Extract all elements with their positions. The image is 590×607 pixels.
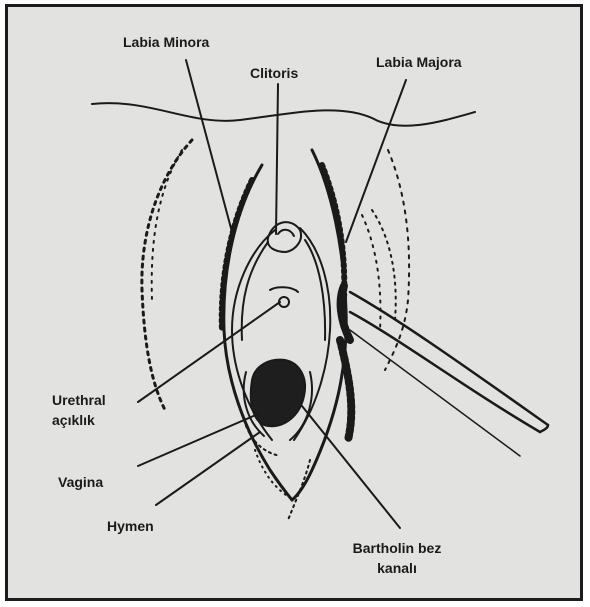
label-urethral-line1: Urethral	[52, 390, 106, 410]
label-bartholin-duct: Bartholin bez kanalı	[332, 538, 462, 578]
label-bartholin-line1: Bartholin bez	[332, 538, 462, 558]
upper-contour-line	[92, 103, 475, 126]
labia-majora-right	[292, 150, 346, 500]
vaginal-opening	[251, 360, 305, 427]
retractor-upper-edge	[350, 292, 548, 425]
retractor-lower-edge	[350, 312, 540, 432]
clitoris-hood	[268, 222, 301, 252]
label-labia-majora: Labia Majora	[376, 52, 462, 72]
right-outer-dotted-outline	[385, 150, 409, 370]
label-urethral-line2: açıklık	[52, 410, 106, 430]
label-urethral-opening: Urethral açıklık	[52, 390, 106, 430]
leader-labia-minora	[186, 60, 232, 232]
label-clitoris: Clitoris	[250, 63, 298, 83]
label-hymen: Hymen	[107, 516, 154, 536]
leader-vagina	[138, 414, 258, 466]
label-vagina: Vagina	[58, 472, 103, 492]
leader-hymen	[156, 432, 260, 505]
label-labia-minora: Labia Minora	[123, 32, 209, 52]
leader-bartholin-extension	[350, 330, 520, 456]
label-bartholin-line2: kanalı	[332, 558, 462, 578]
leader-clitoris	[276, 84, 278, 234]
